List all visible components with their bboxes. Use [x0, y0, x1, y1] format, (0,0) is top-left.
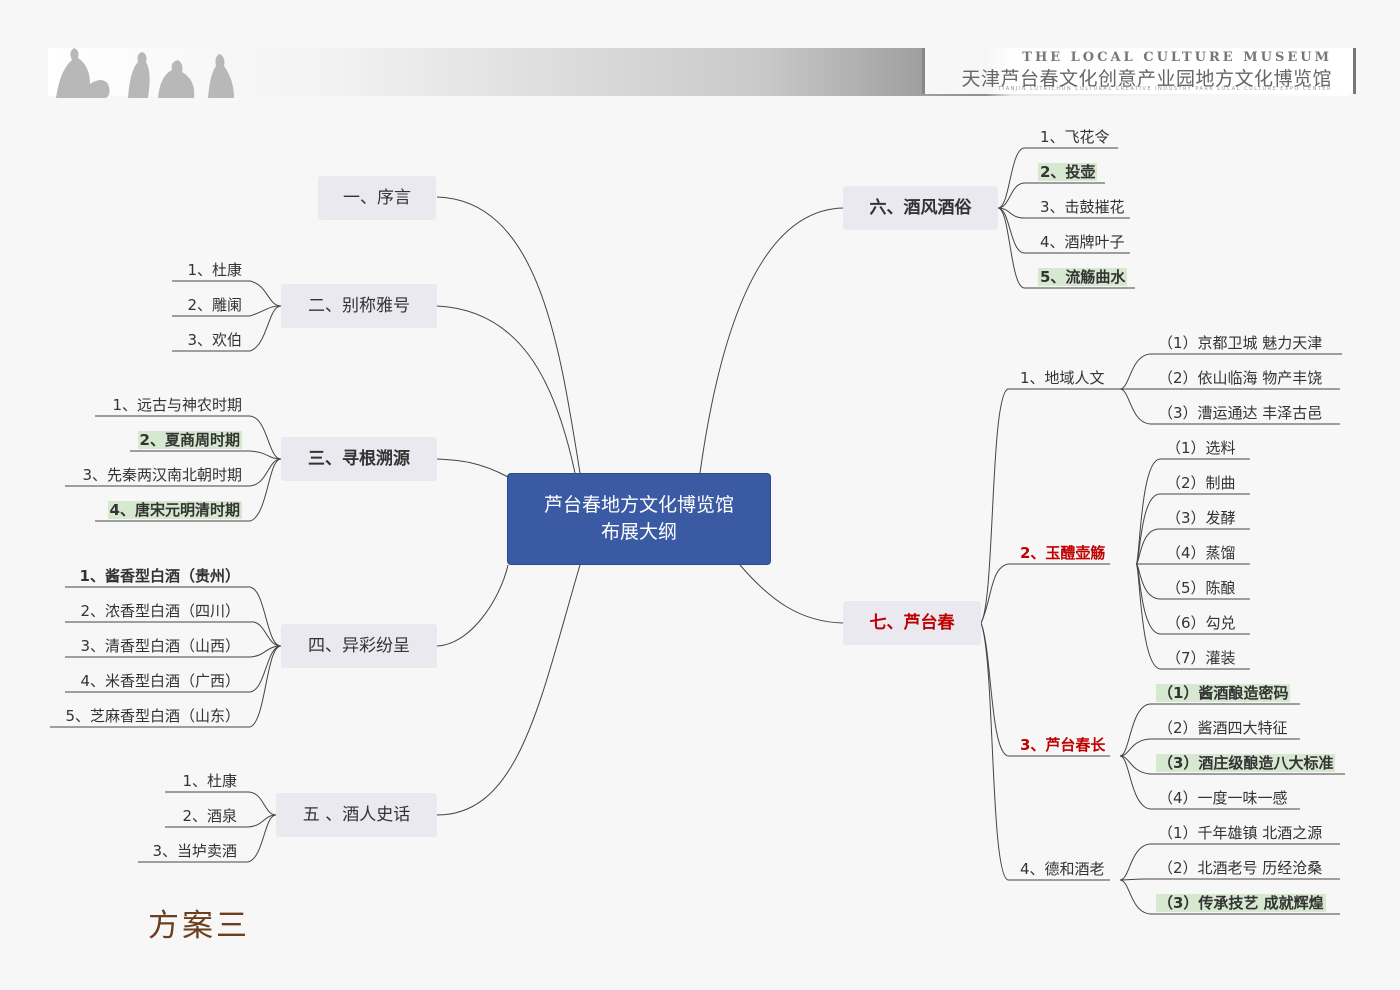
leaf-dehe-2: （2）北酒老号 历经沧桑: [1158, 859, 1323, 877]
leaf-regional-2: （2）依山临海 物产丰饶: [1158, 369, 1323, 387]
central-topic-line1: 芦台春地方文化博览馆: [543, 494, 734, 516]
branch-preface[interactable]: 一、序言: [318, 176, 436, 220]
sub-yuli-hushang[interactable]: 2、玉醴壶觞: [1020, 544, 1106, 562]
leaf-chang-1-text: （1）酱酒酿造密码: [1156, 684, 1291, 702]
leaf-origin-2-text: 2、夏商周时期: [137, 431, 242, 449]
leaf-chang-2: （2）酱酒四大特征: [1158, 719, 1288, 737]
leaf-custom-2: 2、投壶: [1038, 160, 1098, 184]
leaf-variety-4: 4、米香型白酒（广西）: [80, 672, 240, 690]
leaf-process-1: （1）选料: [1166, 439, 1236, 457]
museum-chinese-title: 天津芦台春文化创意产业园地方文化博览馆: [961, 68, 1332, 90]
leaf-chang-3: （3）酒庄级酿造八大标准: [1156, 751, 1336, 775]
leaf-custom-2-text: 2、投壶: [1038, 163, 1098, 181]
branch-lutaichun[interactable]: 七、芦台春: [843, 601, 981, 645]
leaf-regional-3: （3）漕运通达 丰泽古邑: [1158, 404, 1323, 422]
leaf-dehe-3-text: （3）传承技艺 成就辉煌: [1156, 894, 1326, 912]
leaf-process-5: （5）陈酿: [1166, 579, 1236, 597]
sub-dehe-jiulao[interactable]: 4、德和酒老: [1020, 860, 1105, 878]
leaf-custom-5: 5、流觞曲水: [1038, 265, 1128, 289]
leaf-variety-5: 5、芝麻香型白酒（山东）: [65, 707, 240, 725]
leaf-custom-3: 3、击鼓摧花: [1040, 198, 1125, 216]
leaf-custom-4: 4、酒牌叶子: [1040, 233, 1125, 251]
branch-customs[interactable]: 六、酒风酒俗: [843, 186, 998, 230]
leaf-story-2: 2、酒泉: [182, 807, 237, 825]
leaf-origin-1: 1、远古与神农时期: [112, 396, 242, 414]
branch-aliases[interactable]: 二、别称雅号: [281, 284, 437, 328]
leaf-regional-1: （1）京都卫城 魅力天津: [1158, 334, 1323, 352]
museum-english-title: THE LOCAL CULTURE MUSEUM: [1022, 50, 1332, 65]
branch-wine-stories[interactable]: 五 、酒人史话: [276, 793, 437, 837]
header-title-box: [922, 48, 1356, 94]
leaf-origin-3: 3、先秦两汉南北朝时期: [82, 466, 242, 484]
branch-varieties[interactable]: 四、异彩纷呈: [281, 624, 437, 668]
leaf-process-3: （3）发酵: [1166, 509, 1236, 527]
ancient-figures-logo: [56, 48, 234, 98]
leaf-alias-2: 2、雕阑: [187, 296, 242, 314]
leaf-origin-2: 2、夏商周时期: [120, 428, 242, 452]
central-topic[interactable]: 芦台春地方文化博览馆 布展大纲: [507, 473, 771, 565]
plan-label: 方案三: [148, 908, 250, 944]
leaf-dehe-1: （1）千年雄镇 北酒之源: [1158, 824, 1323, 842]
sub-regional-culture[interactable]: 1、地域人文: [1020, 369, 1105, 387]
leaf-origin-4: 4、唐宋元明清时期: [90, 498, 242, 522]
leaf-chang-3-text: （3）酒庄级酿造八大标准: [1156, 754, 1336, 772]
leaf-custom-5-text: 5、流觞曲水: [1038, 268, 1128, 286]
leaf-origin-4-text: 4、唐宋元明清时期: [107, 501, 242, 519]
museum-subtitle: TIANJIN LUTAICHUN CULTURAL CREATIVE INDU…: [998, 86, 1332, 92]
sub-lutaichun-chang[interactable]: 3、芦台春长: [1020, 736, 1106, 754]
branch-origins[interactable]: 三、寻根溯源: [281, 437, 437, 481]
leaf-variety-2: 2、浓香型白酒（四川）: [80, 602, 240, 620]
leaf-story-3: 3、当垆卖酒: [152, 842, 237, 860]
leaf-variety-1: 1、酱香型白酒（贵州）: [79, 567, 240, 585]
leaf-custom-1: 1、飞花令: [1040, 128, 1110, 146]
leaf-chang-4: （4）一度一味一感: [1158, 789, 1288, 807]
leaf-variety-3: 3、清香型白酒（山西）: [80, 637, 240, 655]
leaf-process-6: （6）勾兑: [1166, 614, 1236, 632]
leaf-dehe-3: （3）传承技艺 成就辉煌: [1156, 891, 1326, 915]
leaf-process-2: （2）制曲: [1166, 474, 1236, 492]
central-topic-line2: 布展大纲: [600, 521, 677, 543]
leaf-chang-1: （1）酱酒酿造密码: [1156, 681, 1291, 705]
leaf-alias-1: 1、杜康: [187, 261, 242, 279]
leaf-alias-3: 3、欢伯: [187, 331, 242, 349]
leaf-process-7: （7）灌装: [1166, 649, 1236, 667]
leaf-process-4: （4）蒸馏: [1166, 544, 1236, 562]
leaf-story-1: 1、杜康: [182, 772, 237, 790]
